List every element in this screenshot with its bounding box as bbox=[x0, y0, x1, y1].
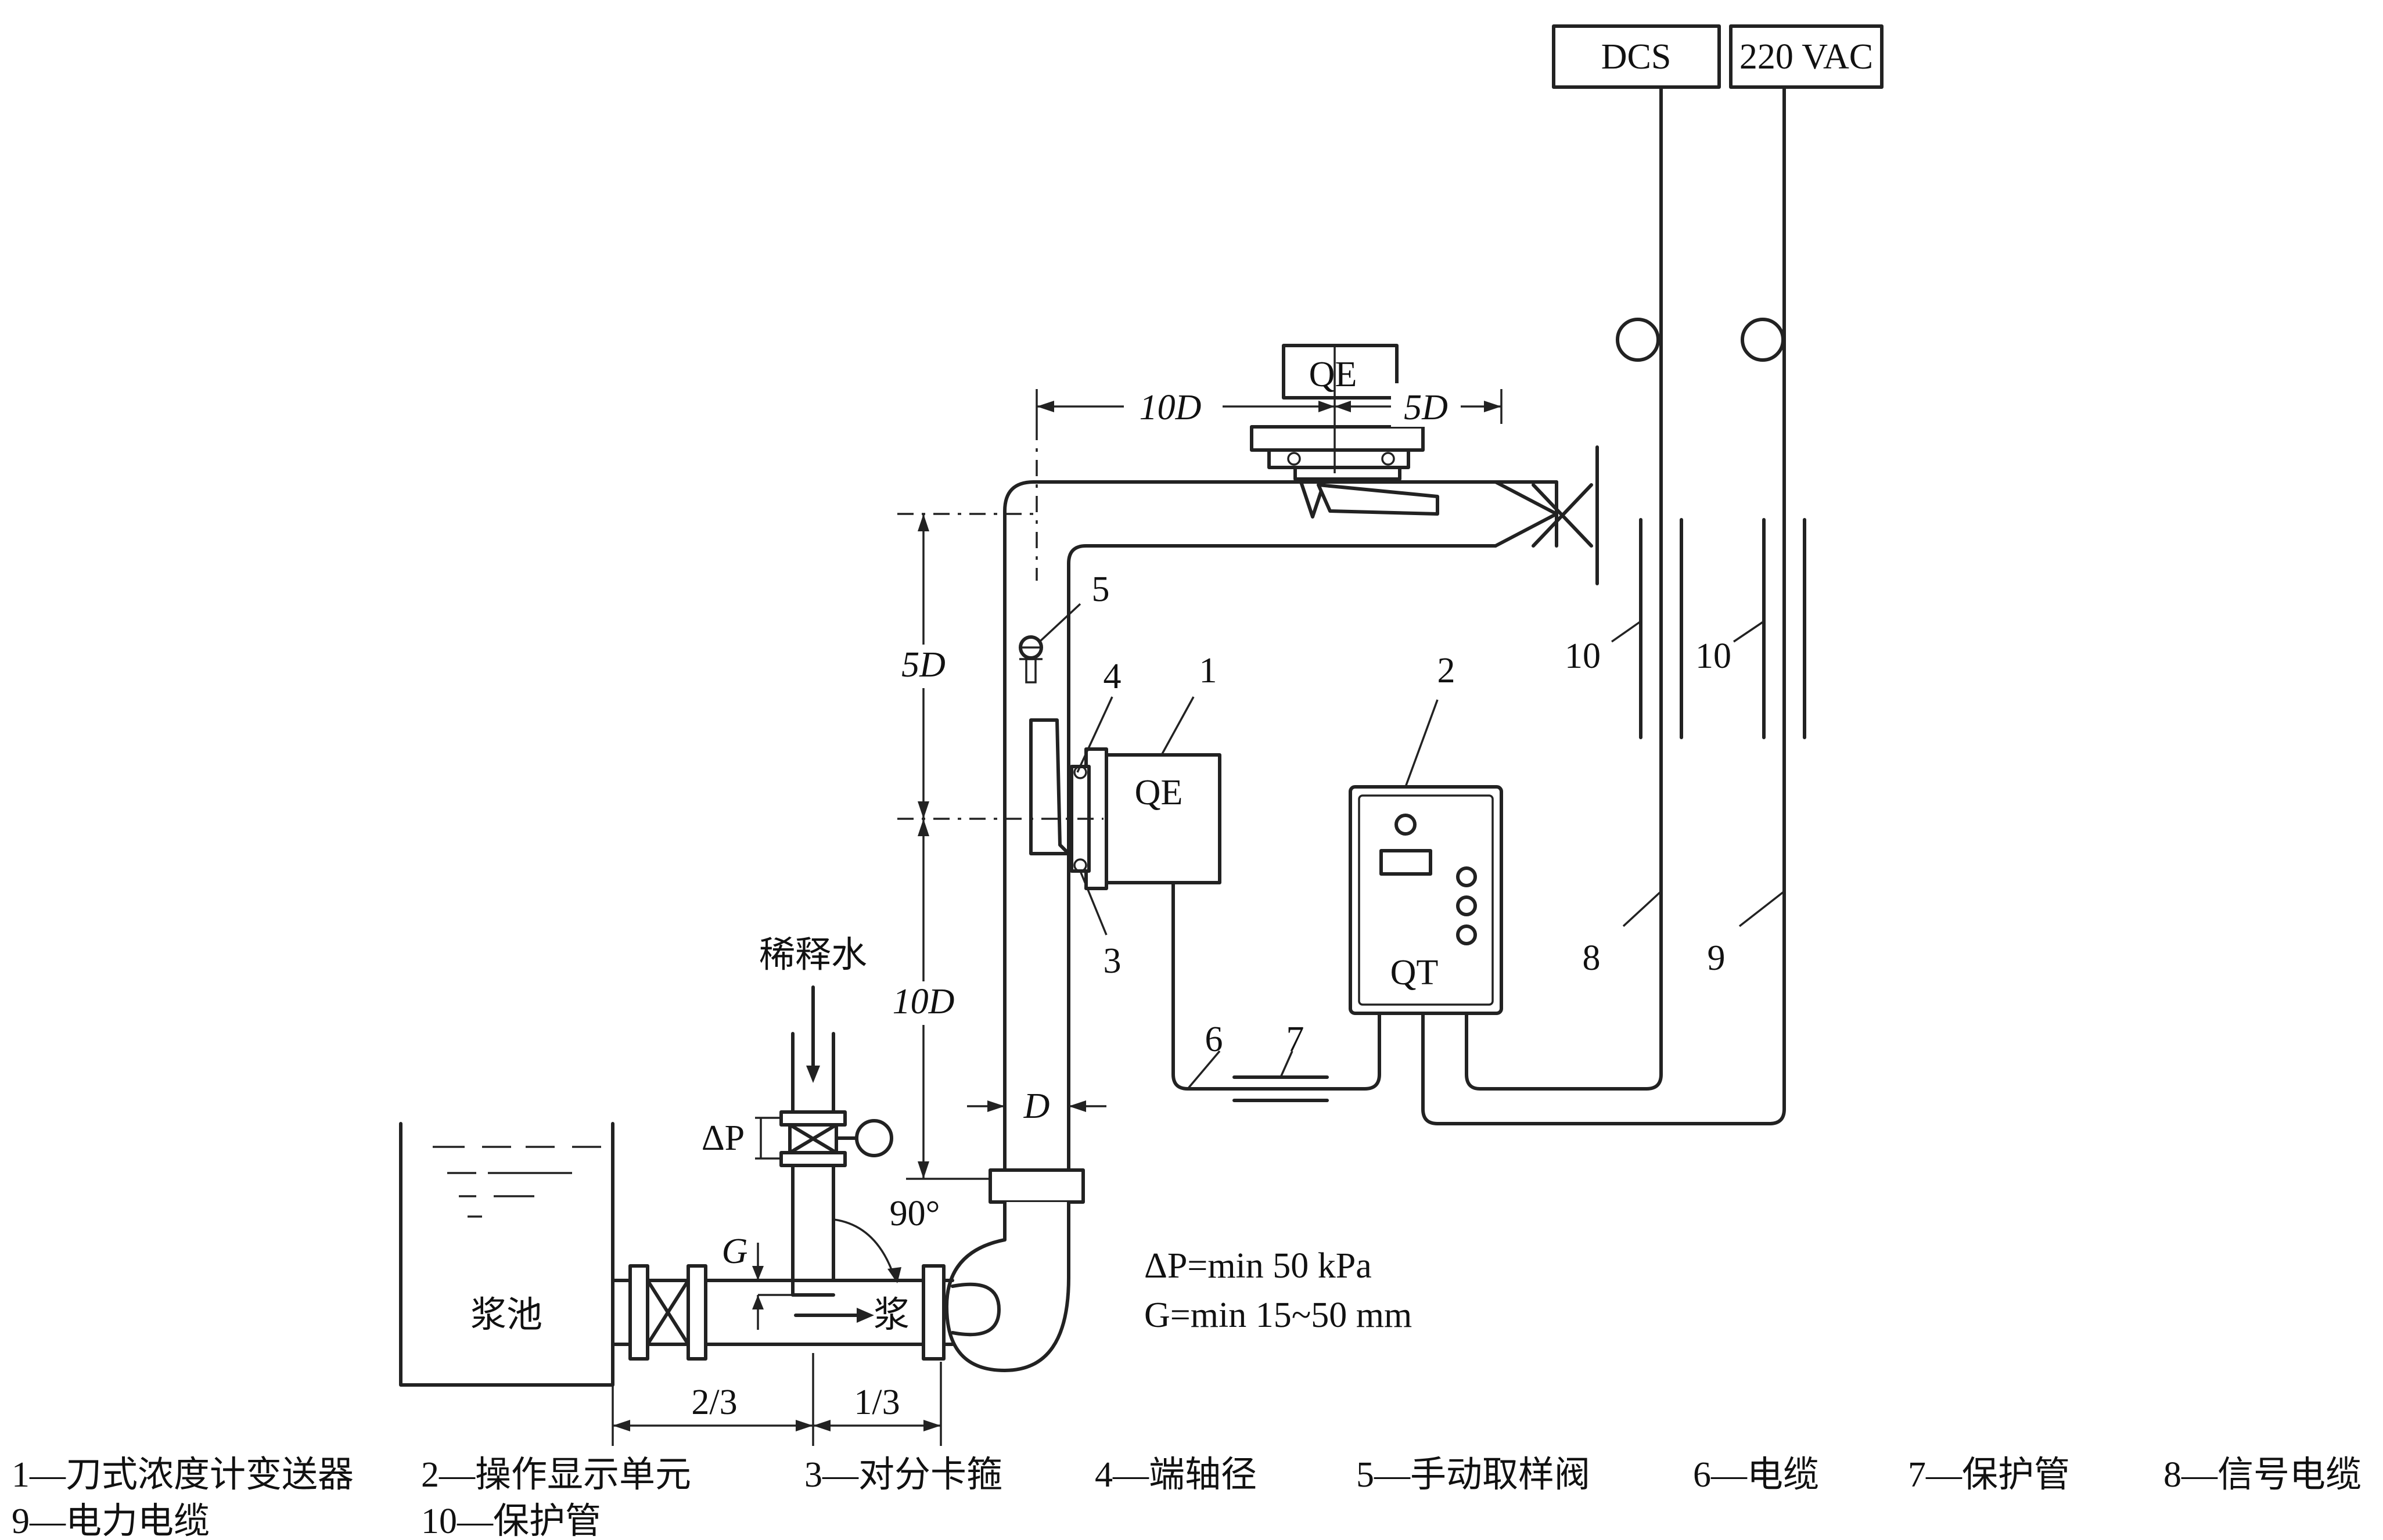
dim-top-10d: 10D bbox=[1140, 388, 1202, 427]
legend-item-9: 9—电力电缆 bbox=[12, 1502, 210, 1540]
legend-item-2: 2—操作显示单元 bbox=[421, 1455, 691, 1495]
angle-90: 90° bbox=[890, 1194, 940, 1233]
top-transmitter: QE bbox=[1250, 344, 1439, 519]
slurry-tank: 浆池 bbox=[399, 1122, 614, 1387]
power-cable bbox=[1421, 85, 1786, 1125]
dimension-ratio: 2/3 1/3 bbox=[612, 1353, 942, 1446]
manual-sampling-valve bbox=[1019, 635, 1043, 683]
button-icon bbox=[1456, 924, 1477, 945]
dim-two-thirds: 2/3 bbox=[691, 1383, 737, 1422]
callout-3: 3 bbox=[1104, 941, 1122, 981]
legend-item-10: 10—保护管 bbox=[421, 1502, 601, 1540]
legend-item-5: 5—手动取样阀 bbox=[1356, 1455, 1590, 1495]
dim-one-third: 1/3 bbox=[854, 1383, 900, 1422]
dim-left-5d: 5D bbox=[901, 645, 946, 685]
note-g: G=min 15~50 mm bbox=[1144, 1296, 1412, 1335]
dilution-water-label: 稀释水 bbox=[759, 935, 867, 975]
callout-8: 8 bbox=[1583, 938, 1601, 978]
legend-item-3: 3—对分卡箍 bbox=[804, 1455, 1002, 1495]
indicator-light-icon bbox=[1394, 814, 1417, 836]
power-box: 220 VAC bbox=[1729, 24, 1884, 89]
legend: 1—刀式浓度计变送器 2—操作显示单元 3—对分卡箍 4—端轴径 5—手动取样阀… bbox=[12, 1455, 2362, 1540]
dim-delta-p: ΔP bbox=[702, 1118, 745, 1158]
callout-2: 2 bbox=[1437, 651, 1455, 690]
callout-6: 6 bbox=[1205, 1020, 1223, 1059]
protective-tube-signal bbox=[1639, 518, 1683, 739]
power-label: 220 VAC bbox=[1739, 37, 1873, 77]
legend-item-7: 7—保护管 bbox=[1908, 1455, 2070, 1495]
dimension-pipe-diameter: D bbox=[967, 1086, 1106, 1126]
main-pipe bbox=[1003, 445, 1599, 1204]
legend-item-8: 8—信号电缆 bbox=[2163, 1455, 2362, 1495]
legend-item-6: 6—电缆 bbox=[1693, 1455, 1819, 1495]
dimension-top: 10D 5D bbox=[1036, 383, 1503, 427]
dimension-delta-p: ΔP bbox=[702, 1117, 781, 1160]
dimension-g: G bbox=[722, 1232, 793, 1330]
bolt-icon bbox=[1287, 452, 1301, 466]
dimension-left: 5D 10D bbox=[889, 513, 1104, 1180]
dcs-label: DCS bbox=[1601, 37, 1672, 77]
inlet-pipe: 浆 bbox=[611, 1264, 954, 1361]
callout-10-signal: 10 bbox=[1565, 636, 1601, 676]
dcs-box: DCS bbox=[1552, 24, 1721, 89]
callout-1: 1 bbox=[1199, 651, 1217, 690]
signal-cable-marker-icon bbox=[1616, 318, 1660, 362]
liquid-level-icon bbox=[433, 1146, 601, 1218]
callouts: 1 2 3 4 5 6 7 8 9 10 10 bbox=[1038, 570, 1785, 1090]
legend-item-4: 4—端轴径 bbox=[1095, 1455, 1257, 1495]
side-transmitter: QE bbox=[1029, 718, 1236, 1091]
qe-side-label: QE bbox=[1135, 773, 1183, 812]
protective-tube-power bbox=[1762, 518, 1806, 739]
callout-5: 5 bbox=[1092, 570, 1110, 609]
power-cable-marker-icon bbox=[1741, 318, 1785, 362]
callout-10-power: 10 bbox=[1695, 636, 1731, 676]
signal-cable bbox=[1465, 85, 1663, 1091]
callout-7: 7 bbox=[1286, 1020, 1304, 1059]
pump bbox=[945, 1168, 1085, 1372]
dim-g: G bbox=[722, 1232, 748, 1271]
button-icon bbox=[1456, 895, 1477, 916]
callout-4: 4 bbox=[1104, 657, 1122, 696]
dim-top-5d: 5D bbox=[1404, 388, 1448, 427]
operation-display-unit: QT bbox=[1349, 785, 1503, 1015]
note-delta-p: ΔP=min 50 kPa bbox=[1144, 1246, 1372, 1286]
slurry-tank-label: 浆池 bbox=[470, 1296, 542, 1335]
button-icon bbox=[1456, 866, 1477, 887]
dim-d: D bbox=[1023, 1086, 1050, 1126]
dilution-water-pipe: 稀释水 bbox=[759, 935, 893, 1297]
angle-marker: 90° bbox=[833, 1194, 940, 1283]
legend-item-1: 1—刀式浓度计变送器 bbox=[12, 1455, 354, 1495]
bolt-icon bbox=[1381, 452, 1395, 466]
display-screen bbox=[1379, 849, 1432, 876]
callout-9: 9 bbox=[1708, 938, 1726, 978]
qe-top-label: QE bbox=[1309, 355, 1357, 394]
qt-label: QT bbox=[1390, 953, 1439, 992]
slurry-label: 浆 bbox=[874, 1296, 910, 1335]
dim-left-10d: 10D bbox=[893, 982, 955, 1021]
valve-actuator-icon bbox=[855, 1119, 893, 1157]
